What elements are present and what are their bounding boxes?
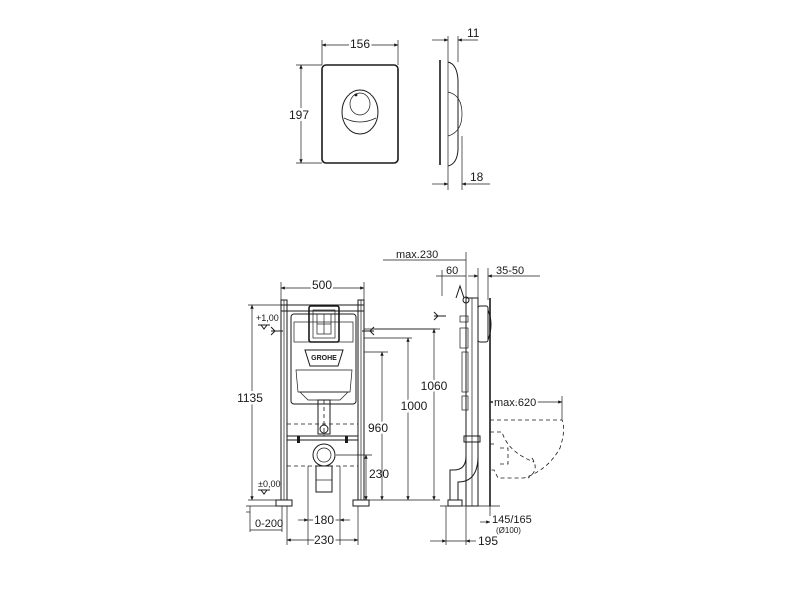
brand-badge <box>304 349 344 367</box>
frame-front-view: 500 GROHE <box>235 276 451 549</box>
left-inlet-arrow <box>270 326 283 336</box>
frame-right-foot <box>352 499 370 507</box>
brand-label: GROHE <box>311 355 337 362</box>
dim-500: 500 <box>312 278 332 292</box>
zero-level-label: ±0,00 <box>258 479 280 489</box>
dim-195: 195 <box>478 534 498 548</box>
flush-plate-button-outer <box>341 89 379 135</box>
frame-left-foot <box>275 499 293 507</box>
dim-1135: 1135 <box>237 391 263 405</box>
dim-max-230: max.230 <box>396 249 438 261</box>
right-inlet-arrow <box>362 326 375 336</box>
wc-crossbar <box>286 435 359 441</box>
side-actuator <box>477 305 489 343</box>
dim-230-bottom: 230 <box>314 533 334 547</box>
dim-197: 197 <box>289 108 309 122</box>
frame-side-view: max.230 60 35-50 <box>383 249 564 548</box>
side-inlet-valve <box>455 284 465 299</box>
flush-plate-button-split <box>343 117 377 123</box>
flush-plate-outline <box>321 64 399 164</box>
dim-11: 11 <box>467 26 480 40</box>
dim-145-165: 145/165 <box>492 514 532 526</box>
dim-60: 60 <box>446 265 458 277</box>
wc-bowl-outline <box>490 419 564 479</box>
side-drain-bend <box>449 442 467 500</box>
cistern-upper-panel <box>293 321 354 343</box>
flush-plate-front-view: 156 197 <box>286 35 399 164</box>
level-marker-zero <box>258 489 270 495</box>
plate-profile <box>447 61 459 167</box>
dim-max-620: max.620 <box>494 397 536 409</box>
drain-connection <box>312 443 336 467</box>
dim-35-50: 35-50 <box>496 265 524 277</box>
dim-156: 156 <box>350 37 370 51</box>
flush-plate-side-view: 11 18 <box>432 26 490 190</box>
drain-pipe <box>315 465 333 493</box>
dim-18: 18 <box>470 170 484 184</box>
flush-plate-button-inner <box>349 92 371 116</box>
upper-level-label: +1,00 <box>256 313 279 323</box>
dim-0-200: 0-200 <box>255 518 283 530</box>
pipe-label: (Ø100) <box>496 526 521 535</box>
dim-1000: 1000 <box>401 399 428 413</box>
dim-960: 960 <box>368 421 388 435</box>
dim-1060: 1060 <box>421 379 448 393</box>
revision-opening <box>308 305 340 343</box>
dim-180: 180 <box>314 513 334 527</box>
dim-230-right: 230 <box>369 467 389 481</box>
flush-plate-logo-mark <box>354 93 358 97</box>
level-marker-upper <box>258 324 270 330</box>
